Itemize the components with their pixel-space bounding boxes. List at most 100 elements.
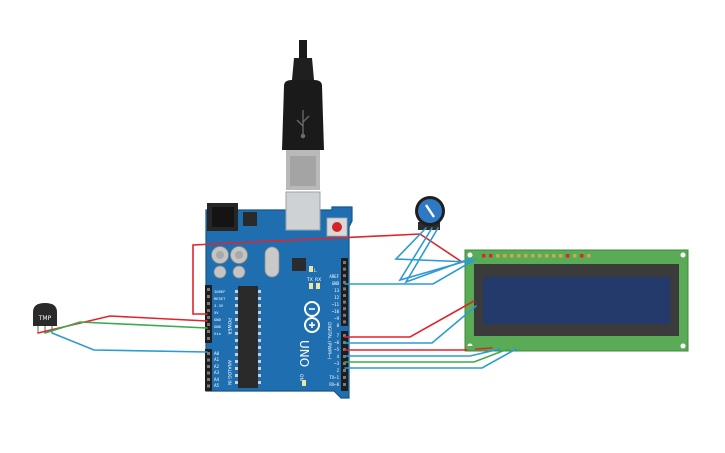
pin-label-3v3: 3.3V <box>214 303 224 308</box>
wire-d5-db4[interactable] <box>344 347 493 351</box>
led-label-rx: RX <box>315 277 321 283</box>
wire-d11-en[interactable] <box>344 305 477 344</box>
header-pin[interactable] <box>207 316 210 319</box>
header-pin[interactable] <box>343 362 346 365</box>
lcd-pin[interactable] <box>573 254 577 258</box>
pin-label-gnd-d: GND <box>332 281 340 286</box>
header-pin[interactable] <box>207 358 210 362</box>
header-pin[interactable] <box>207 352 210 355</box>
header-pin[interactable] <box>207 378 210 381</box>
lcd-pin[interactable] <box>566 254 570 258</box>
header-pin[interactable] <box>207 295 210 298</box>
header-pin[interactable] <box>207 330 210 333</box>
wire-sensor-signal[interactable] <box>44 321 208 334</box>
wire-d4-db5[interactable] <box>344 348 501 357</box>
arduino-logo-icon <box>304 301 320 333</box>
header-pin[interactable] <box>343 280 346 284</box>
pin-label-5v: 5V <box>214 310 219 315</box>
header-pin[interactable] <box>207 371 210 375</box>
chip-leg <box>235 339 238 342</box>
header-pin[interactable] <box>343 376 346 379</box>
potentiometer-knob-marker <box>425 204 435 218</box>
lcd-pin[interactable] <box>552 254 556 258</box>
chip-leg <box>235 290 238 293</box>
lcd-pin[interactable] <box>587 254 591 258</box>
board-name: UNO <box>297 340 311 367</box>
usb-cable-strain <box>299 40 307 58</box>
wire-gnd-lcd[interactable] <box>344 258 477 285</box>
lcd-pin[interactable] <box>482 254 486 258</box>
header-pin[interactable] <box>207 384 210 388</box>
wire-sensor-gnd[interactable] <box>51 332 208 353</box>
potentiometer-icon[interactable] <box>415 196 445 230</box>
wire-d2-db7[interactable] <box>344 348 517 369</box>
header-pin[interactable] <box>343 261 346 264</box>
header-pin[interactable] <box>343 300 346 304</box>
analog-pin-labels: A0 A1 A2 A3 A4 A5 <box>214 351 220 388</box>
lcd-pin[interactable] <box>517 254 521 258</box>
arduino-uno-board: TX RX L UNO DIGITAL (PWM~) POWER ANALOG … <box>205 191 353 399</box>
header-pin[interactable] <box>343 320 346 324</box>
digital-header-label: DIGITAL (PWM~) <box>326 322 332 360</box>
chip-leg <box>258 325 261 328</box>
led-label-l: L <box>314 268 317 274</box>
on-led <box>302 380 306 386</box>
lcd-pin[interactable] <box>503 254 507 258</box>
header-pin[interactable] <box>343 294 346 297</box>
lcd-pin[interactable] <box>510 254 514 258</box>
lcd-pin[interactable] <box>580 254 584 258</box>
lcd-pin[interactable] <box>538 254 542 258</box>
header-pin[interactable] <box>207 302 210 305</box>
header-pin[interactable] <box>343 313 346 317</box>
usb-cable <box>282 40 324 190</box>
chip-leg <box>258 374 261 377</box>
digital-header-high <box>341 258 348 326</box>
chip-leg <box>258 318 261 321</box>
analog-header <box>205 349 212 391</box>
header-pin[interactable] <box>343 383 346 386</box>
wire-pot-contrast[interactable] <box>404 227 473 284</box>
led-label-tx: TX <box>306 277 313 283</box>
chip-leg <box>235 381 238 384</box>
reset-button-cap[interactable] <box>332 222 342 232</box>
lcd-pin[interactable] <box>524 254 528 258</box>
header-pin[interactable] <box>343 267 346 271</box>
wire-d3-db6[interactable] <box>344 348 509 363</box>
chip-leg <box>258 381 261 384</box>
header-pin[interactable] <box>207 323 210 326</box>
chip-leg <box>258 367 261 370</box>
on-label: ON <box>298 374 304 381</box>
header-pin[interactable] <box>207 365 210 368</box>
header-pin[interactable] <box>343 369 346 372</box>
pin-label-2: 2 <box>337 368 340 373</box>
analog-header-label: ANALOG IN <box>226 360 232 385</box>
power-pin-labels: IOREF RESET 3.3V 5V GND GND Vin <box>214 289 226 336</box>
header-pin[interactable] <box>343 274 346 278</box>
header-pin[interactable] <box>343 334 346 337</box>
wire-d12-rs[interactable] <box>344 300 475 338</box>
chip-leg <box>235 311 238 314</box>
wire-5v-pot[interactable] <box>192 233 463 315</box>
header-pin[interactable] <box>343 307 346 311</box>
lcd-pin[interactable] <box>489 254 493 258</box>
lcd-pin[interactable] <box>545 254 549 258</box>
header-pin[interactable] <box>343 287 346 291</box>
lcd-pin[interactable] <box>559 254 563 258</box>
chip-leg <box>235 332 238 335</box>
header-pin[interactable] <box>207 288 210 291</box>
pin-label-9: ~9 <box>334 316 339 321</box>
chip-leg <box>235 353 238 356</box>
wires <box>37 227 517 369</box>
usb-jack <box>285 191 321 231</box>
chip-leg <box>235 374 238 377</box>
lcd-pin[interactable] <box>531 254 535 258</box>
digital-header-low <box>341 331 348 391</box>
lcd-pin[interactable] <box>496 254 500 258</box>
header-pin[interactable] <box>207 337 210 340</box>
chip-leg <box>258 353 261 356</box>
usb-cable-boot <box>292 58 314 80</box>
wire-pot-gnd[interactable] <box>394 227 471 263</box>
chip-leg <box>258 360 261 363</box>
pin-label-a2: A2 <box>214 364 220 369</box>
header-pin[interactable] <box>207 309 210 312</box>
